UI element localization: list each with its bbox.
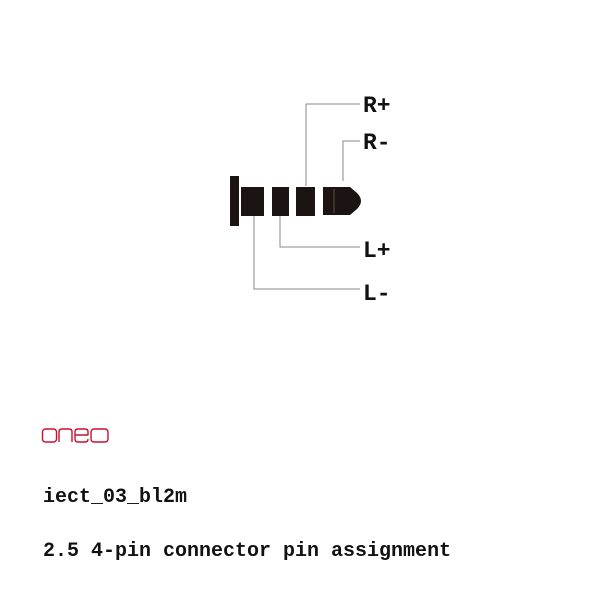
diagram-description: 2.5 4-pin connector pin assignment — [43, 540, 452, 563]
pin-label-l-minus: L- — [363, 281, 391, 307]
plug-ring-1 — [272, 187, 289, 216]
lead-line-r-minus — [342, 140, 360, 181]
pin-label-r-plus: R+ — [363, 93, 391, 119]
logo-letter-o2 — [90, 428, 109, 443]
lead-line-r-plus — [305, 103, 360, 186]
plug-tip — [323, 187, 361, 215]
plug-collar — [230, 176, 239, 226]
logo-letter-e — [74, 428, 89, 443]
plug-sleeve — [241, 187, 264, 216]
brand-logo — [41, 428, 109, 443]
lead-line-l-plus — [279, 216, 360, 248]
logo-letter-o — [41, 428, 58, 443]
plug-ring-2 — [296, 187, 315, 216]
pin-label-l-plus: L+ — [363, 238, 391, 264]
lead-line-l-minus — [253, 216, 360, 290]
pin-label-r-minus: R- — [363, 130, 391, 156]
logo-letter-n — [58, 428, 73, 442]
model-code: iect_03_bl2m — [43, 486, 188, 509]
